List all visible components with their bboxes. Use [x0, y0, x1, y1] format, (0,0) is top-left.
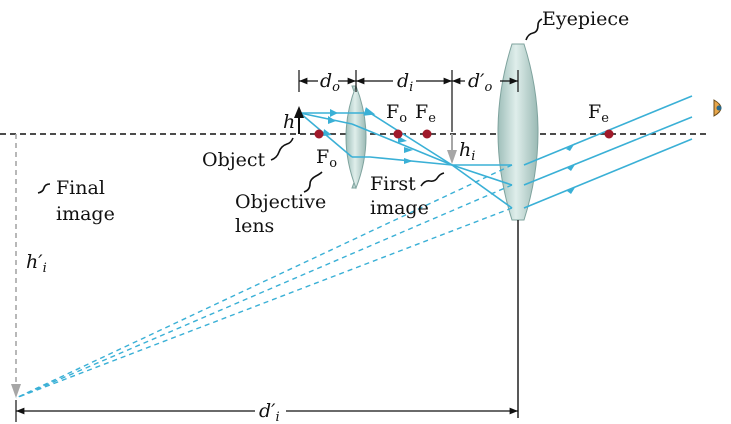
label-fe-top: Fe: [415, 101, 436, 126]
objective-lens-label-line1: Objective: [235, 191, 326, 213]
object-label: Object: [202, 149, 266, 171]
objective-rays: [351, 107, 453, 166]
symbol-d-i-prime: d′i: [259, 400, 280, 424]
object-arrow: [294, 106, 304, 134]
virtual-rays: [15, 164, 513, 399]
dimension-markers: [15, 70, 519, 422]
final-image-label-line2: image: [56, 203, 115, 225]
first-image-arrow: [447, 134, 457, 164]
eyepiece-lens: [497, 43, 539, 221]
intermediate-rays: [451, 164, 513, 209]
exit-ray-arrowheads: [566, 143, 576, 194]
symbol-h-i: hi: [459, 139, 475, 164]
first-image-label-line2: image: [370, 197, 429, 219]
objective-lens-body: [345, 84, 367, 190]
final-image-arrow: [11, 134, 21, 398]
label-fo-bottom: Fo: [316, 146, 337, 171]
first-image-label-line1: First: [370, 173, 416, 195]
ray-arrowheads: [323, 109, 413, 164]
eyepiece-label: Eyepiece: [542, 8, 629, 30]
label-fo-top: Fo: [386, 101, 407, 126]
symbol-d-i: di: [397, 70, 413, 95]
final-image-label-line1: Final: [56, 177, 105, 199]
eye-icon: [713, 99, 722, 117]
focal-point-fo-right: [393, 129, 403, 139]
leader-squiggles: [37, 18, 543, 194]
focal-point-fe-left: [422, 129, 432, 139]
objective-lens-label-line2: lens: [235, 215, 274, 237]
symbol-d-o-prime: d′o: [468, 70, 492, 95]
label-fe-right: Fe: [588, 101, 609, 126]
symbol-h: h: [283, 111, 295, 133]
symbol-d-o: do: [320, 70, 340, 95]
focal-point-fo-left: [314, 129, 324, 139]
focal-point-fe-right: [604, 129, 614, 139]
symbol-h-i-prime: h′i: [26, 251, 47, 276]
focal-points: [314, 129, 614, 139]
